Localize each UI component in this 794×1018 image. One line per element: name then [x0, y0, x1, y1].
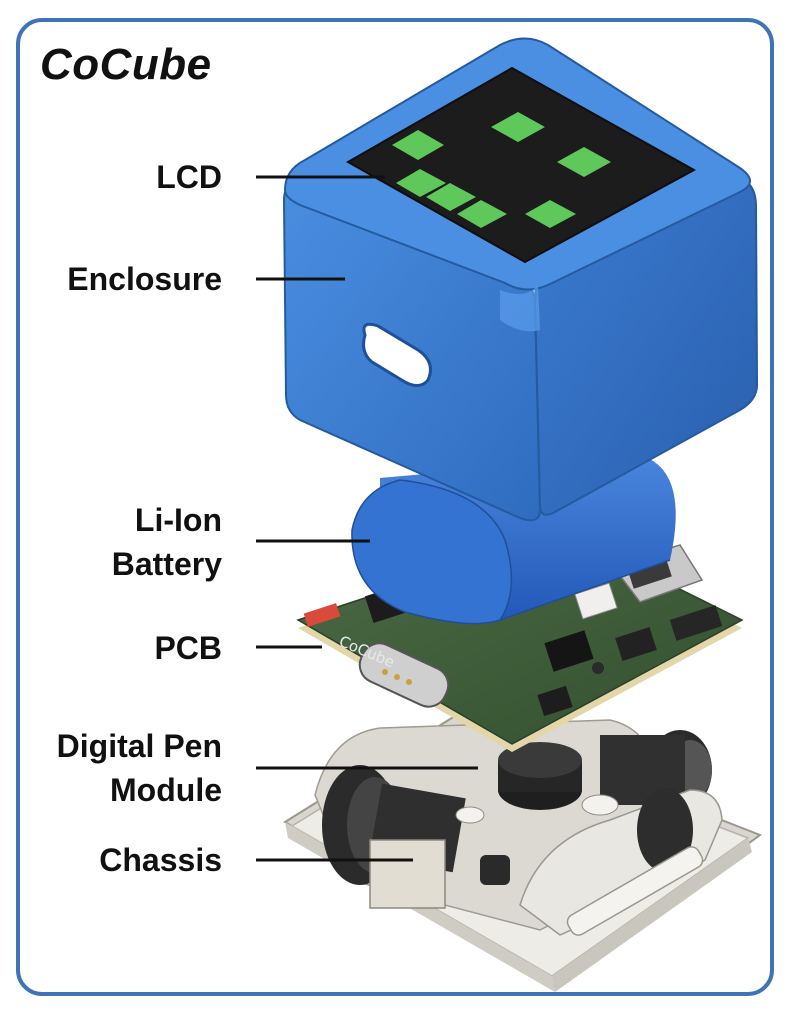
label-chassis: Chassis	[99, 842, 222, 878]
label-pen-line2: Module	[110, 772, 222, 808]
leader-lines	[256, 175, 478, 862]
label-lcd: LCD	[156, 159, 222, 195]
enclosure-part	[282, 37, 759, 522]
label-pcb: PCB	[154, 630, 222, 666]
figure-title: CoCube	[40, 40, 212, 89]
lcd-pixels	[392, 112, 611, 228]
label-battery-line1: Li-Ion	[134, 502, 222, 538]
label-battery-line2: Battery	[111, 546, 222, 582]
label-pen-line1: Digital Pen	[56, 728, 222, 764]
battery-part	[351, 455, 676, 625]
label-digital-pen-module: Digital Pen Module	[57, 724, 222, 812]
chassis-part	[283, 714, 763, 992]
label-battery: Li-Ion Battery	[112, 498, 222, 586]
lcd-screen	[345, 66, 697, 264]
label-enclosure: Enclosure	[67, 261, 222, 297]
